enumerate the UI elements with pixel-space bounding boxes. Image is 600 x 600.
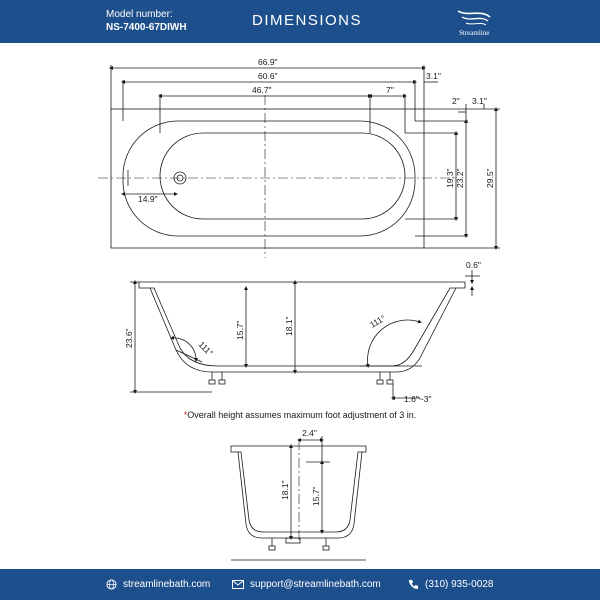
dim-overall-height: 23.6" xyxy=(124,328,134,348)
tub-floor-top xyxy=(159,132,406,220)
technical-drawing: 66.9" 60.6" 46.7" 7" 3.1" 2" 3.1" 14.9" … xyxy=(98,57,500,561)
phone-link[interactable]: (310) 935-0028 xyxy=(425,579,494,590)
dim-end-inner-depth: 15.7" xyxy=(311,486,321,506)
tub-end-profile xyxy=(230,445,367,533)
page-title: DIMENSIONS xyxy=(252,12,363,29)
drain-icon xyxy=(173,171,187,185)
tub-basin-top xyxy=(122,120,416,237)
brand-name: Streamline xyxy=(459,29,490,37)
dim-inner-width: 23.2" xyxy=(455,168,465,188)
dim-overall-length: 66.9" xyxy=(258,57,278,67)
dim-end-slope: 7" xyxy=(386,85,394,95)
model-number-value: NS-7400-67DIWH xyxy=(106,22,187,33)
globe-icon xyxy=(106,579,117,590)
dim-inner-width-bottom: 19.3" xyxy=(445,168,455,188)
dim-flange-right: 3.1" xyxy=(426,71,441,81)
envelope-icon xyxy=(232,580,244,589)
dim-flange-side: 2" xyxy=(452,96,460,106)
dim-rim-thickness: 0.6" xyxy=(466,260,481,270)
dim-drain-offset: 14.9" xyxy=(138,194,158,204)
email-link[interactable]: support@streamlinebath.com xyxy=(250,579,381,590)
dim-total-depth: 18.1" xyxy=(284,316,294,336)
footer-phone[interactable]: (310) 935-0028 xyxy=(408,579,493,590)
note-asterisk: * xyxy=(183,410,188,420)
dim-flange-top: 3.1" xyxy=(472,96,487,106)
dim-inner-length: 60.6" xyxy=(258,71,278,81)
dim-end-total-depth: 18.1" xyxy=(280,480,290,500)
streamline-logo-icon xyxy=(457,10,491,26)
dim-overall-width: 29.5" xyxy=(485,168,495,188)
note-text: Overall height assumes maximum foot adju… xyxy=(187,410,417,420)
dim-flat-bottom-length: 46.7" xyxy=(252,85,272,95)
website-link[interactable]: streamlinebath.com xyxy=(123,579,211,590)
height-note: *Overall height assumes maximum foot adj… xyxy=(0,410,600,420)
footer-email[interactable]: support@streamlinebath.com xyxy=(232,579,381,590)
phone-icon xyxy=(408,579,419,590)
tub-outline-top xyxy=(110,108,425,249)
dim-foot-adjustment: 1.6"~3" xyxy=(404,394,432,404)
tub-side-profile xyxy=(138,281,466,367)
model-number-label: Model number: xyxy=(106,9,173,20)
footer-bar: streamlinebath.com support@streamlinebat… xyxy=(0,569,600,600)
header-bar: Model number: NS-7400-67DIWH DIMENSIONS … xyxy=(0,0,600,43)
dim-end-offset: 2.4" xyxy=(302,428,317,438)
footer-website[interactable]: streamlinebath.com xyxy=(106,579,210,590)
dim-angle-left: 111° xyxy=(197,339,216,358)
dim-inner-depth: 15.7" xyxy=(235,320,245,340)
